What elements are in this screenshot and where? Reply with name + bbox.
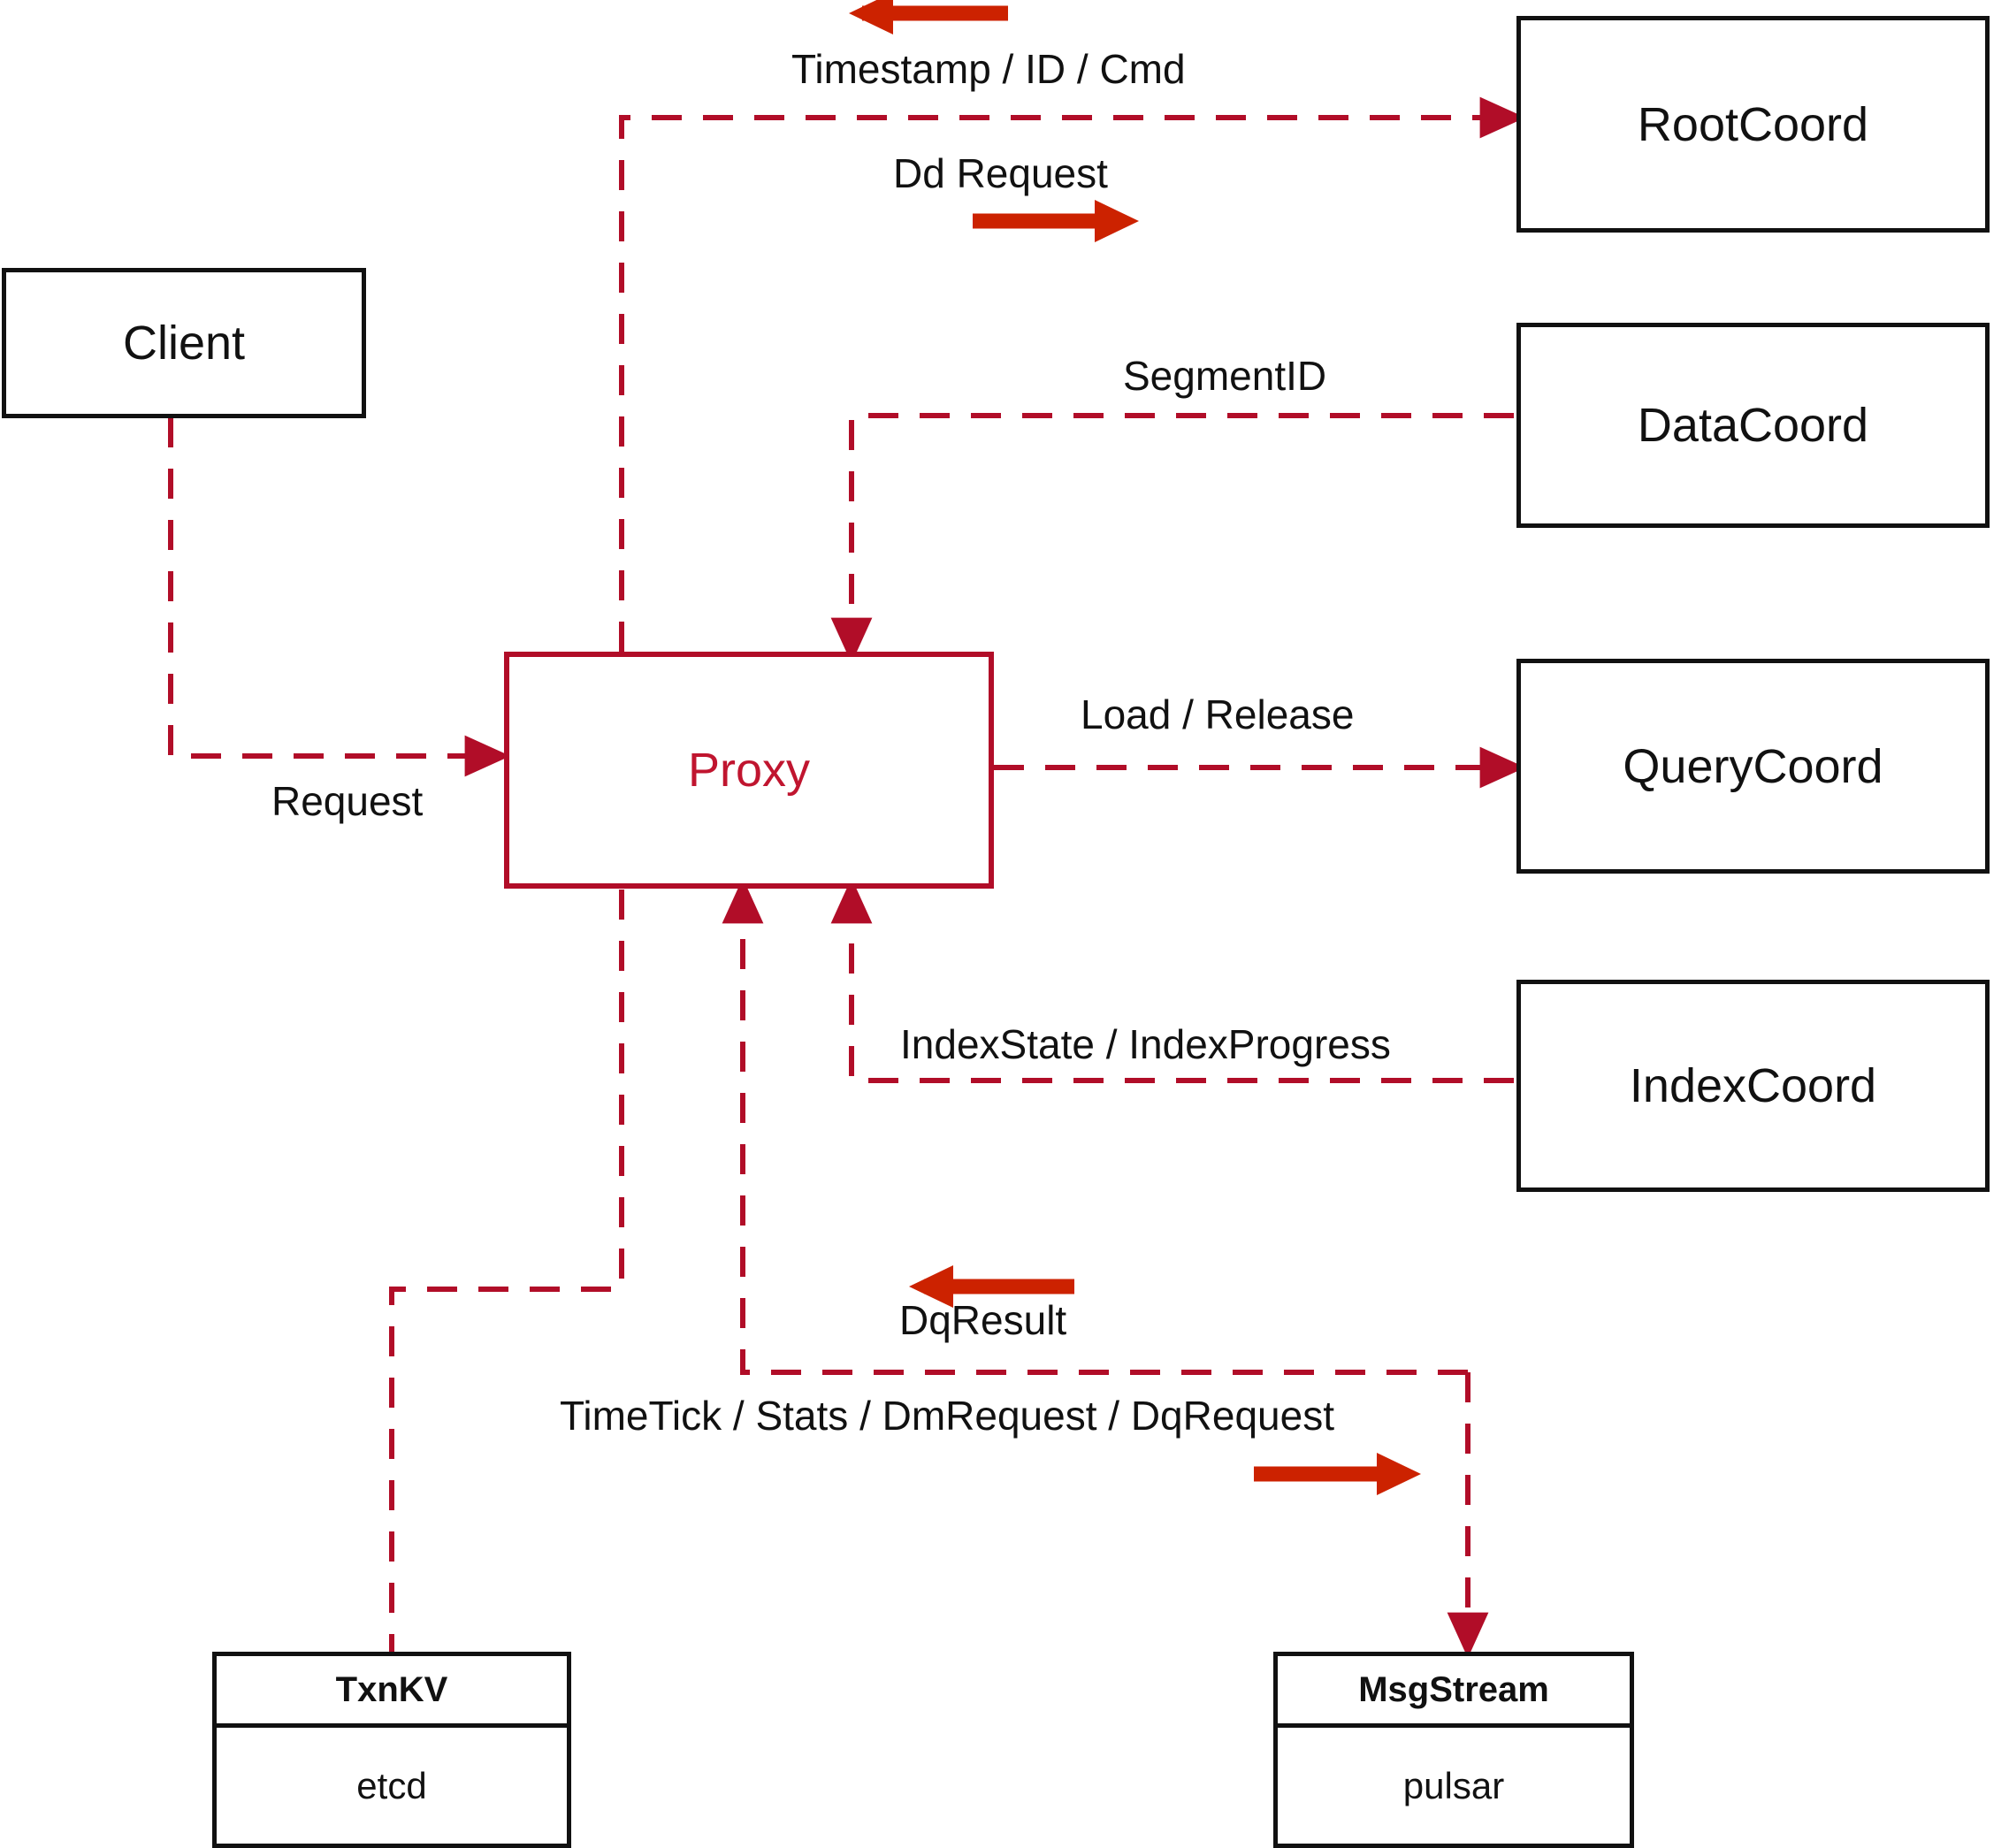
wire-datacoord-proxy: [830, 413, 1514, 664]
edge-label-index-state: IndexState / IndexProgress: [900, 1021, 1391, 1067]
node-datacoord-label: DataCoord: [1637, 399, 1869, 452]
node-querycoord[interactable]: QueryCoord: [1516, 659, 1990, 874]
node-proxy[interactable]: Proxy: [504, 652, 994, 889]
node-indexcoord-label: IndexCoord: [1629, 1059, 1877, 1112]
wire-proxy-rootcoord: [619, 96, 1526, 652]
edge-label-dq-result: DqResult: [899, 1297, 1067, 1343]
node-txnkv-body: etcd: [356, 1764, 427, 1806]
node-proxy-label: Proxy: [687, 744, 811, 797]
node-rootcoord[interactable]: RootCoord: [1516, 16, 1990, 233]
edge-label-timestamp-id-cmd: Timestamp / ID / Cmd: [791, 46, 1186, 92]
node-txnkv-header: TxnKV: [217, 1656, 567, 1728]
node-indexcoord[interactable]: IndexCoord: [1516, 980, 1990, 1192]
wire-indexcoord-proxy: [830, 877, 1514, 1083]
wire-msgstream-proxy: [722, 877, 1468, 1375]
wire-client-proxy: [168, 417, 511, 777]
hint-arrow-timestamp-head: [849, 0, 893, 34]
edge-label-segment-id: SegmentID: [1123, 353, 1327, 399]
wire-proxy-txnkv: [389, 890, 624, 1652]
node-client-label: Client: [122, 317, 246, 370]
hint-arrow-dd-head: [1095, 200, 1139, 242]
node-msgstream-body: pulsar: [1402, 1764, 1505, 1806]
node-datacoord[interactable]: DataCoord: [1516, 323, 1990, 528]
edge-label-timetick-stats: TimeTick / Stats / DmRequest / DqRequest: [560, 1393, 1334, 1439]
node-txnkv[interactable]: TxnKV etcd: [212, 1652, 571, 1848]
node-rootcoord-label: RootCoord: [1637, 97, 1869, 151]
hint-arrow-dqresult-head: [909, 1265, 953, 1308]
hint-arrow-dqrequest-head: [1377, 1453, 1421, 1495]
node-msgstream[interactable]: MsgStream pulsar: [1273, 1652, 1634, 1848]
edge-label-load-release: Load / Release: [1081, 691, 1355, 737]
node-querycoord-label: QueryCoord: [1623, 739, 1883, 793]
edge-label-dd-request: Dd Request: [893, 150, 1108, 196]
edge-label-request: Request: [271, 778, 424, 824]
node-msgstream-header: MsgStream: [1278, 1656, 1630, 1728]
node-client[interactable]: Client: [2, 268, 366, 418]
